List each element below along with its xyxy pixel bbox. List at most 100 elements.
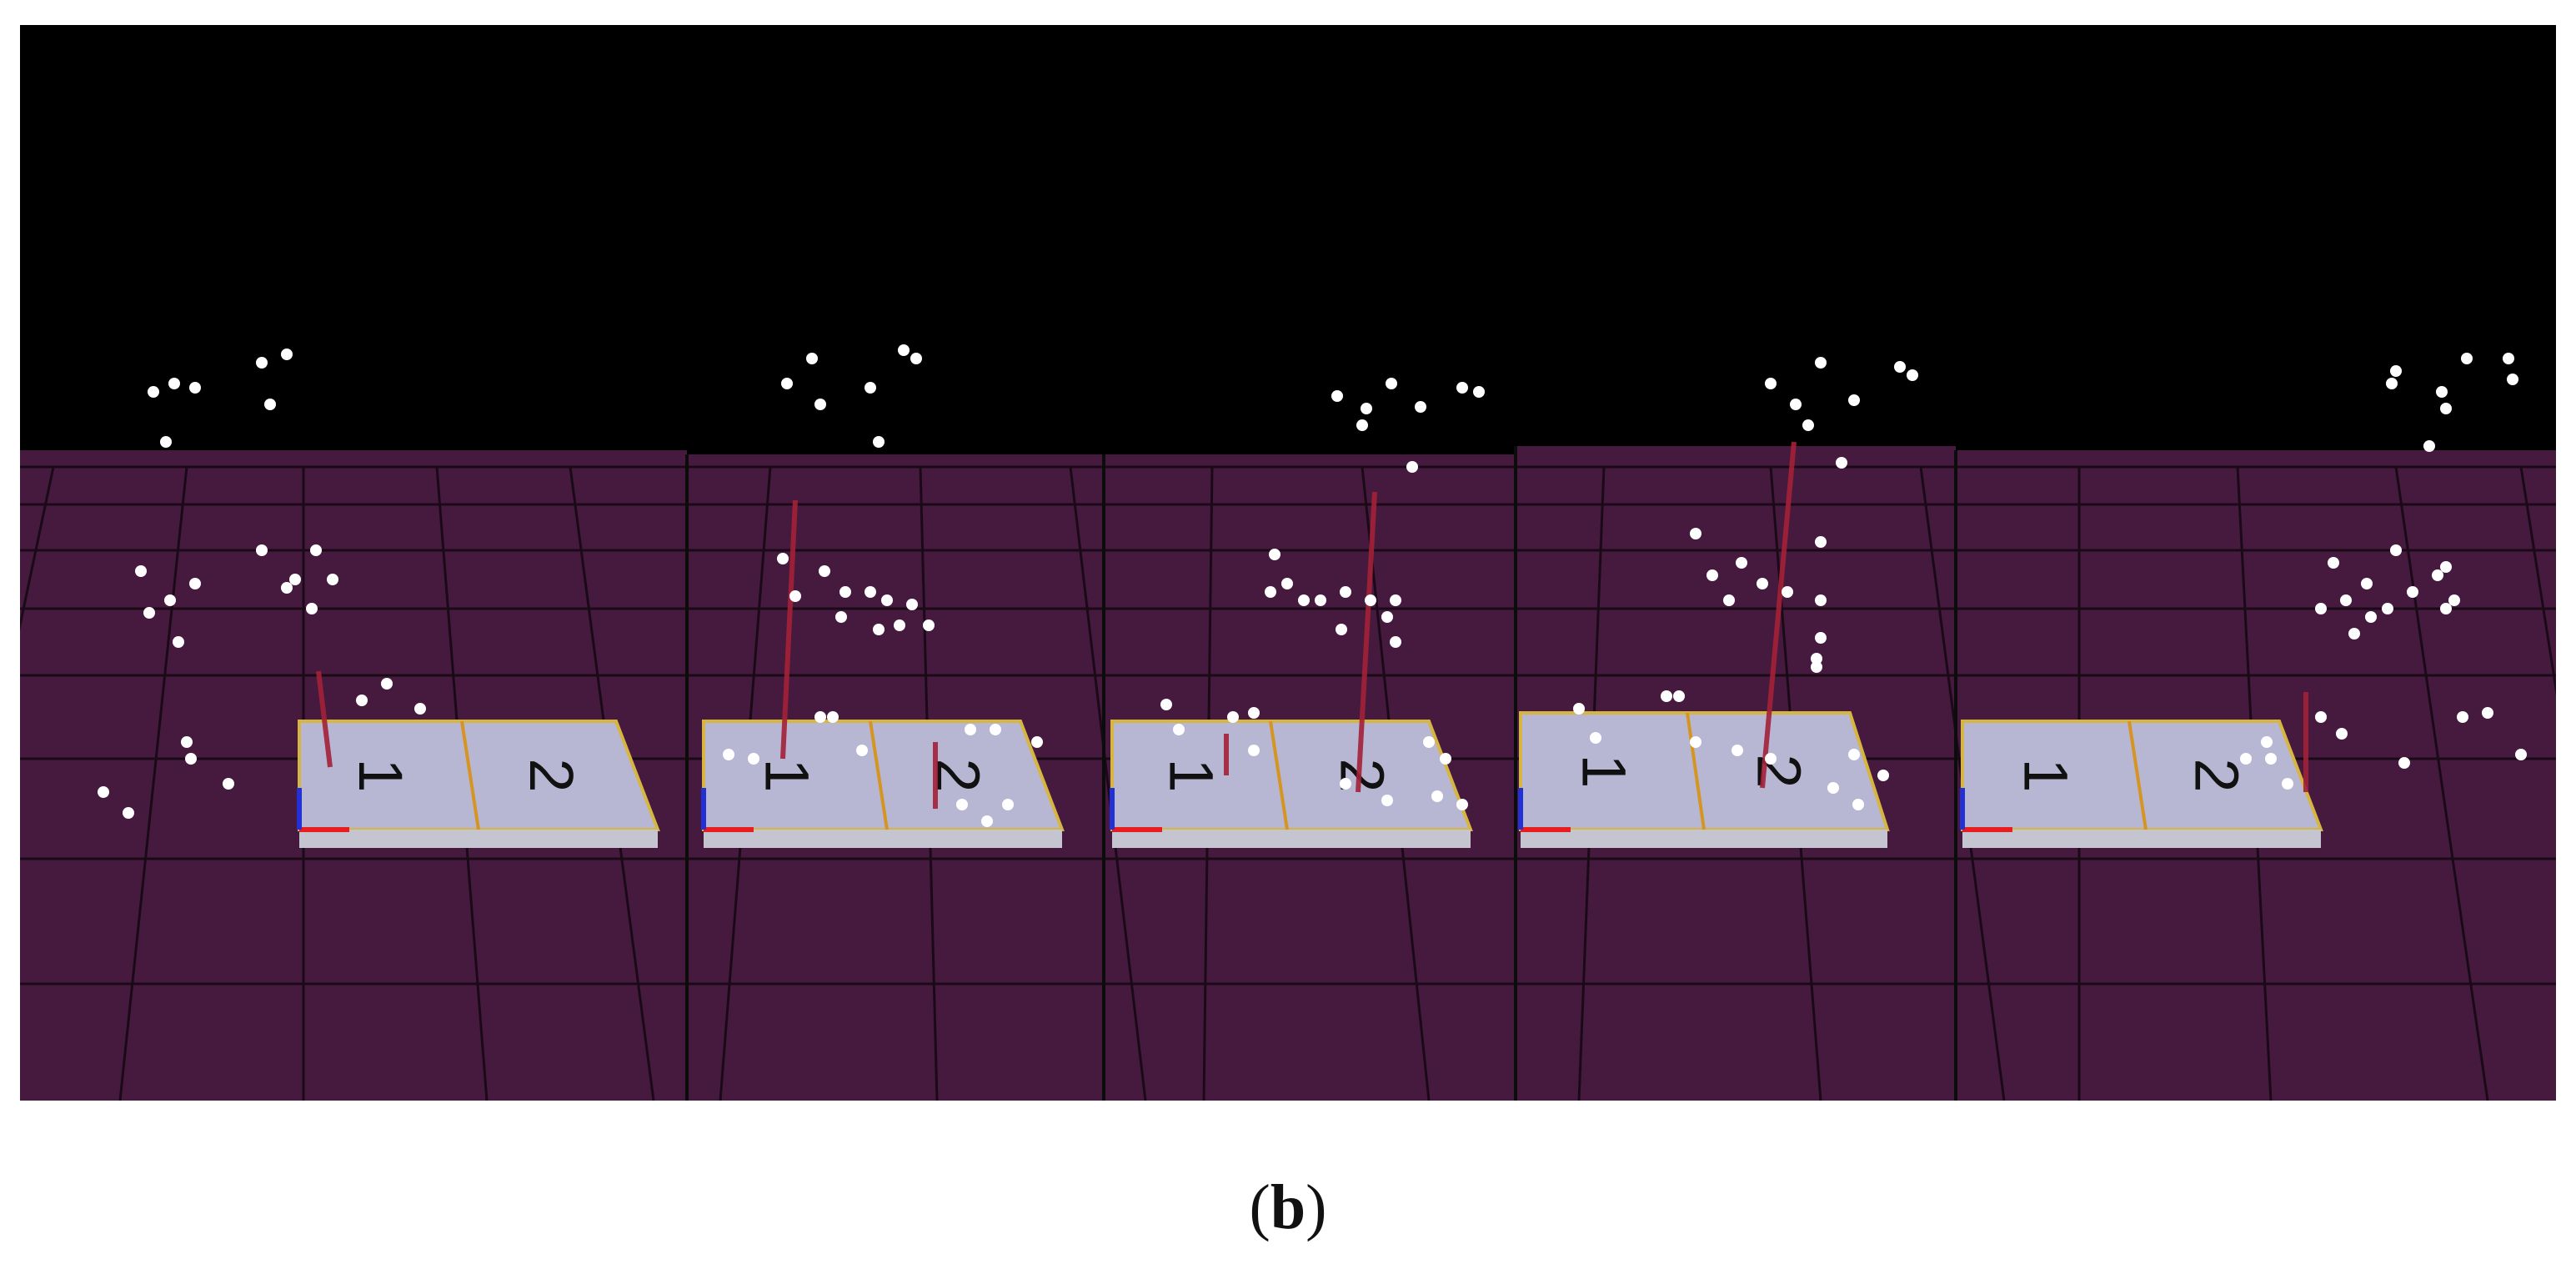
square-label-1: 1	[1157, 758, 1226, 792]
marker-point	[1340, 778, 1351, 790]
marker-point	[143, 607, 155, 619]
marker-point	[956, 799, 968, 810]
marker-point	[2282, 778, 2293, 790]
marker-point	[1852, 799, 1864, 810]
marker-point	[2328, 557, 2339, 569]
marker-point	[256, 544, 268, 556]
board-side	[299, 830, 658, 848]
marker-point	[2461, 353, 2473, 364]
marker-point	[1848, 394, 1860, 406]
marker-point	[2407, 586, 2418, 598]
marker-point	[414, 703, 426, 715]
marker-point	[1815, 357, 1827, 369]
marker-point	[873, 624, 885, 635]
marker-point	[1573, 703, 1585, 715]
square-divider	[2127, 720, 2148, 830]
marker-point	[1661, 690, 1672, 702]
ray	[1760, 441, 1797, 789]
marker-point	[1298, 594, 1310, 606]
marker-point	[839, 586, 851, 598]
marker-point	[2240, 753, 2252, 765]
marker-point	[1723, 594, 1735, 606]
marker-point	[2340, 594, 2352, 606]
marker-point	[1894, 361, 1906, 373]
marker-point	[1811, 661, 1822, 673]
marker-point	[1336, 624, 1347, 635]
marker-point	[723, 749, 734, 760]
marker-point	[1456, 382, 1468, 394]
marker-point	[1456, 799, 1468, 810]
square-label-1: 1	[753, 758, 822, 792]
marker-point	[1757, 578, 1768, 589]
square-label-1: 1	[1570, 754, 1639, 788]
marker-point	[2365, 611, 2377, 623]
marker-point	[865, 586, 876, 598]
marker-point	[168, 378, 180, 389]
ray	[1356, 491, 1377, 793]
marker-point	[1765, 378, 1777, 389]
marker-point	[990, 724, 1001, 735]
marker-point	[2448, 594, 2460, 606]
marker-point	[1706, 569, 1718, 581]
marker-point	[827, 711, 839, 723]
marker-point	[2361, 578, 2373, 589]
marker-point	[1331, 390, 1343, 402]
square-label-2: 2	[1328, 758, 1397, 792]
marker-point	[1848, 749, 1860, 760]
marker-point	[1031, 736, 1043, 748]
marker-point	[2386, 378, 2398, 389]
marker-point	[1381, 611, 1393, 623]
marker-point	[873, 436, 885, 448]
marker-point	[2315, 711, 2327, 723]
marker-point	[356, 695, 368, 706]
marker-point	[819, 565, 830, 577]
marker-point	[1340, 586, 1351, 598]
marker-point	[98, 786, 109, 798]
marker-point	[1907, 369, 1918, 381]
marker-point	[189, 578, 201, 589]
marker-point	[185, 753, 197, 765]
marker-point	[1386, 378, 1397, 389]
marker-point	[2432, 569, 2443, 581]
marker-point	[1802, 419, 1814, 431]
marker-point	[1390, 636, 1401, 648]
marker-point	[1281, 578, 1293, 589]
marker-point	[1173, 724, 1185, 735]
marker-point	[1790, 399, 1802, 410]
marker-point	[310, 544, 322, 556]
square-divider	[460, 720, 480, 830]
marker-point	[748, 753, 759, 765]
square-label-1: 1	[346, 758, 415, 792]
marker-point	[2261, 736, 2273, 748]
marker-point	[1877, 770, 1889, 781]
marker-point	[256, 357, 268, 369]
ray	[780, 499, 798, 760]
marker-point	[1765, 753, 1777, 765]
marker-point	[981, 815, 993, 827]
marker-point	[1265, 586, 1276, 598]
marker-point	[1473, 386, 1485, 398]
caption-letter: b	[1270, 1172, 1306, 1242]
marker-point	[1002, 799, 1014, 810]
square-label-1: 1	[2012, 758, 2081, 792]
marker-point	[1406, 461, 1418, 473]
marker-point	[173, 636, 184, 648]
marker-point	[1365, 594, 1376, 606]
marker-point	[1815, 594, 1827, 606]
marker-point	[306, 603, 318, 614]
marker-point	[2398, 757, 2410, 769]
marker-point	[164, 594, 176, 606]
marker-points	[98, 344, 2527, 827]
marker-point	[2265, 753, 2277, 765]
marker-point	[1160, 699, 1172, 710]
marker-point	[327, 574, 338, 585]
marker-point	[1423, 736, 1435, 748]
marker-point	[1732, 745, 1743, 756]
marker-point	[835, 611, 847, 623]
marker-point	[2390, 544, 2402, 556]
marker-point	[223, 778, 234, 790]
